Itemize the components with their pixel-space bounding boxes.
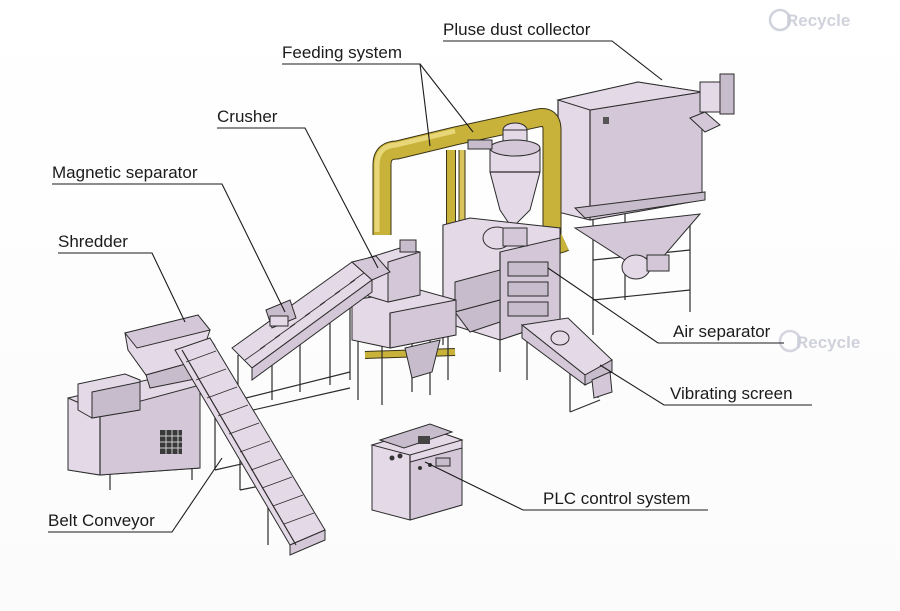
magnetic-separator-conveyor — [217, 255, 391, 419]
label-text-magnetic-separator: Magnetic separator — [52, 163, 198, 182]
label-vibrating-screen: Vibrating screen — [599, 364, 812, 406]
label-pulse-dust-collector: Pluse dust collector — [443, 20, 663, 81]
watermark-top-right: Recycle — [768, 8, 850, 32]
label-text-pulse-dust-collector: Pluse dust collector — [443, 20, 591, 39]
label-text-belt-conveyor: Belt Conveyor — [48, 511, 155, 530]
label-text-feeding-system: Feeding system — [282, 43, 402, 62]
pulse-dust-collector — [556, 73, 735, 335]
watermark-right: Recycle — [778, 329, 860, 353]
label-plc-control-system: PLC control system — [424, 461, 708, 511]
label-text-vibrating-screen: Vibrating screen — [670, 384, 793, 403]
label-text-plc-control-system: PLC control system — [543, 489, 690, 508]
label-magnetic-separator: Magnetic separator — [52, 163, 286, 313]
vibrating-screen — [520, 317, 613, 413]
crusher — [351, 239, 457, 405]
label-belt-conveyor: Belt Conveyor — [48, 457, 223, 533]
label-shredder: Shredder — [58, 232, 186, 323]
label-air-separator: Air separator — [547, 267, 784, 344]
watermark-text-3: Recycle — [796, 333, 860, 352]
label-crusher: Crusher — [217, 107, 379, 269]
label-text-air-separator: Air separator — [673, 322, 771, 341]
label-feeding-system: Feeding system — [282, 43, 474, 147]
cyclone — [467, 122, 541, 229]
label-text-crusher: Crusher — [217, 107, 278, 126]
shredder — [67, 314, 211, 490]
label-text-shredder: Shredder — [58, 232, 128, 251]
plc-control-cabinet — [370, 423, 464, 521]
belt-conveyor — [174, 337, 326, 556]
watermark-text-1: Recycle — [786, 11, 850, 30]
